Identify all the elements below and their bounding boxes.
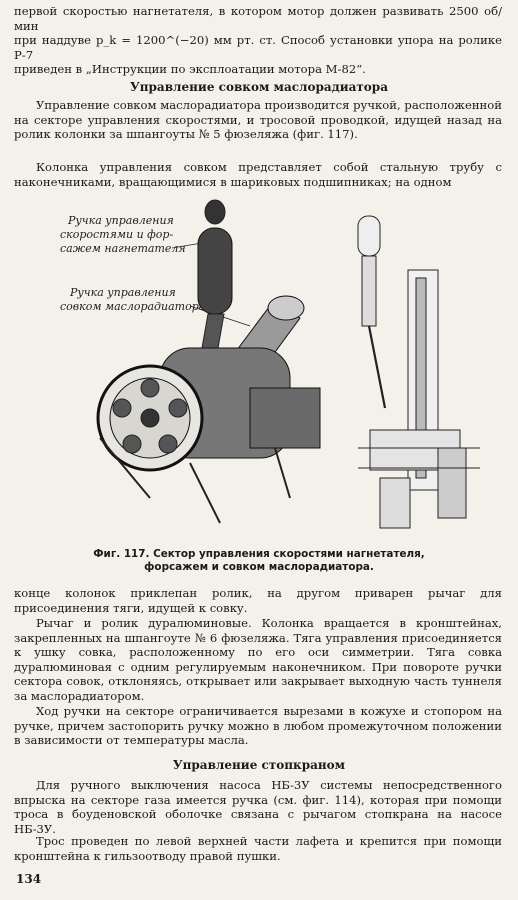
caption-line-1: Фиг. 117. Сектор управления скоростями н… [93, 548, 425, 560]
speed-sector-assembly-drawing [96, 199, 321, 524]
figure-caption: Фиг. 117. Сектор управления скоростями н… [14, 548, 504, 574]
paragraph-column-end: конце колонок приклепан ролик, на другом… [14, 586, 502, 615]
figure-label-oil-radiator-handle: Ручка управления совком маслорадиатора [60, 286, 251, 327]
page-number: 134 [16, 872, 42, 886]
paragraph-stopcock-2: Трос проведен по левой верхней части лаф… [14, 834, 502, 863]
paragraph-oil-radiator-2: Колонка управления совком представляет с… [14, 160, 502, 189]
svg-text:сажем нагнетателя: сажем нагнетателя [60, 242, 186, 255]
figure-label-speed-handle: Ручка управления скоростями и фор- сажем… [60, 214, 209, 255]
top-line-1: первой скоростью нагнетателя, в котором … [14, 4, 502, 33]
figure-117-illustration: Ручка управления скоростями и фор- сажем… [60, 199, 480, 529]
svg-text:Ручка управления: Ручка управления [67, 214, 174, 227]
paragraph-handle-travel: Ход ручки на секторе ограничивается выре… [14, 704, 502, 748]
paragraph-oil-radiator-1: Управление совком маслорадиатора произво… [14, 98, 502, 142]
svg-text:Ручка управления: Ручка управления [69, 286, 176, 299]
top-line-2: при наддуве p_k = 1200^(−20) мм рт. ст. … [14, 33, 502, 62]
svg-text:совком маслорадиатора: совком маслорадиатора [60, 300, 205, 313]
caption-line-2: форсажем и совком маслорадиатора. [144, 561, 374, 573]
top-paragraph: первой скоростью нагнетателя, в котором … [14, 4, 502, 77]
sector-section-drawing [357, 215, 480, 529]
top-line-3: приведен в „Инструкции по эксплоатации м… [14, 62, 366, 77]
paragraph-stopcock-1: Для ручного выключения насоса НБ-3У сист… [14, 778, 502, 836]
paragraph-lever-roller: Рычаг и ролик дуралюминовые. Колонка вра… [14, 616, 502, 703]
svg-text:скоростями и фор-: скоростями и фор- [60, 228, 173, 241]
section-title-stopcock: Управление стопкраном [172, 758, 346, 772]
section-title-oil-radiator: Управление совком маслорадиатора [130, 80, 388, 94]
